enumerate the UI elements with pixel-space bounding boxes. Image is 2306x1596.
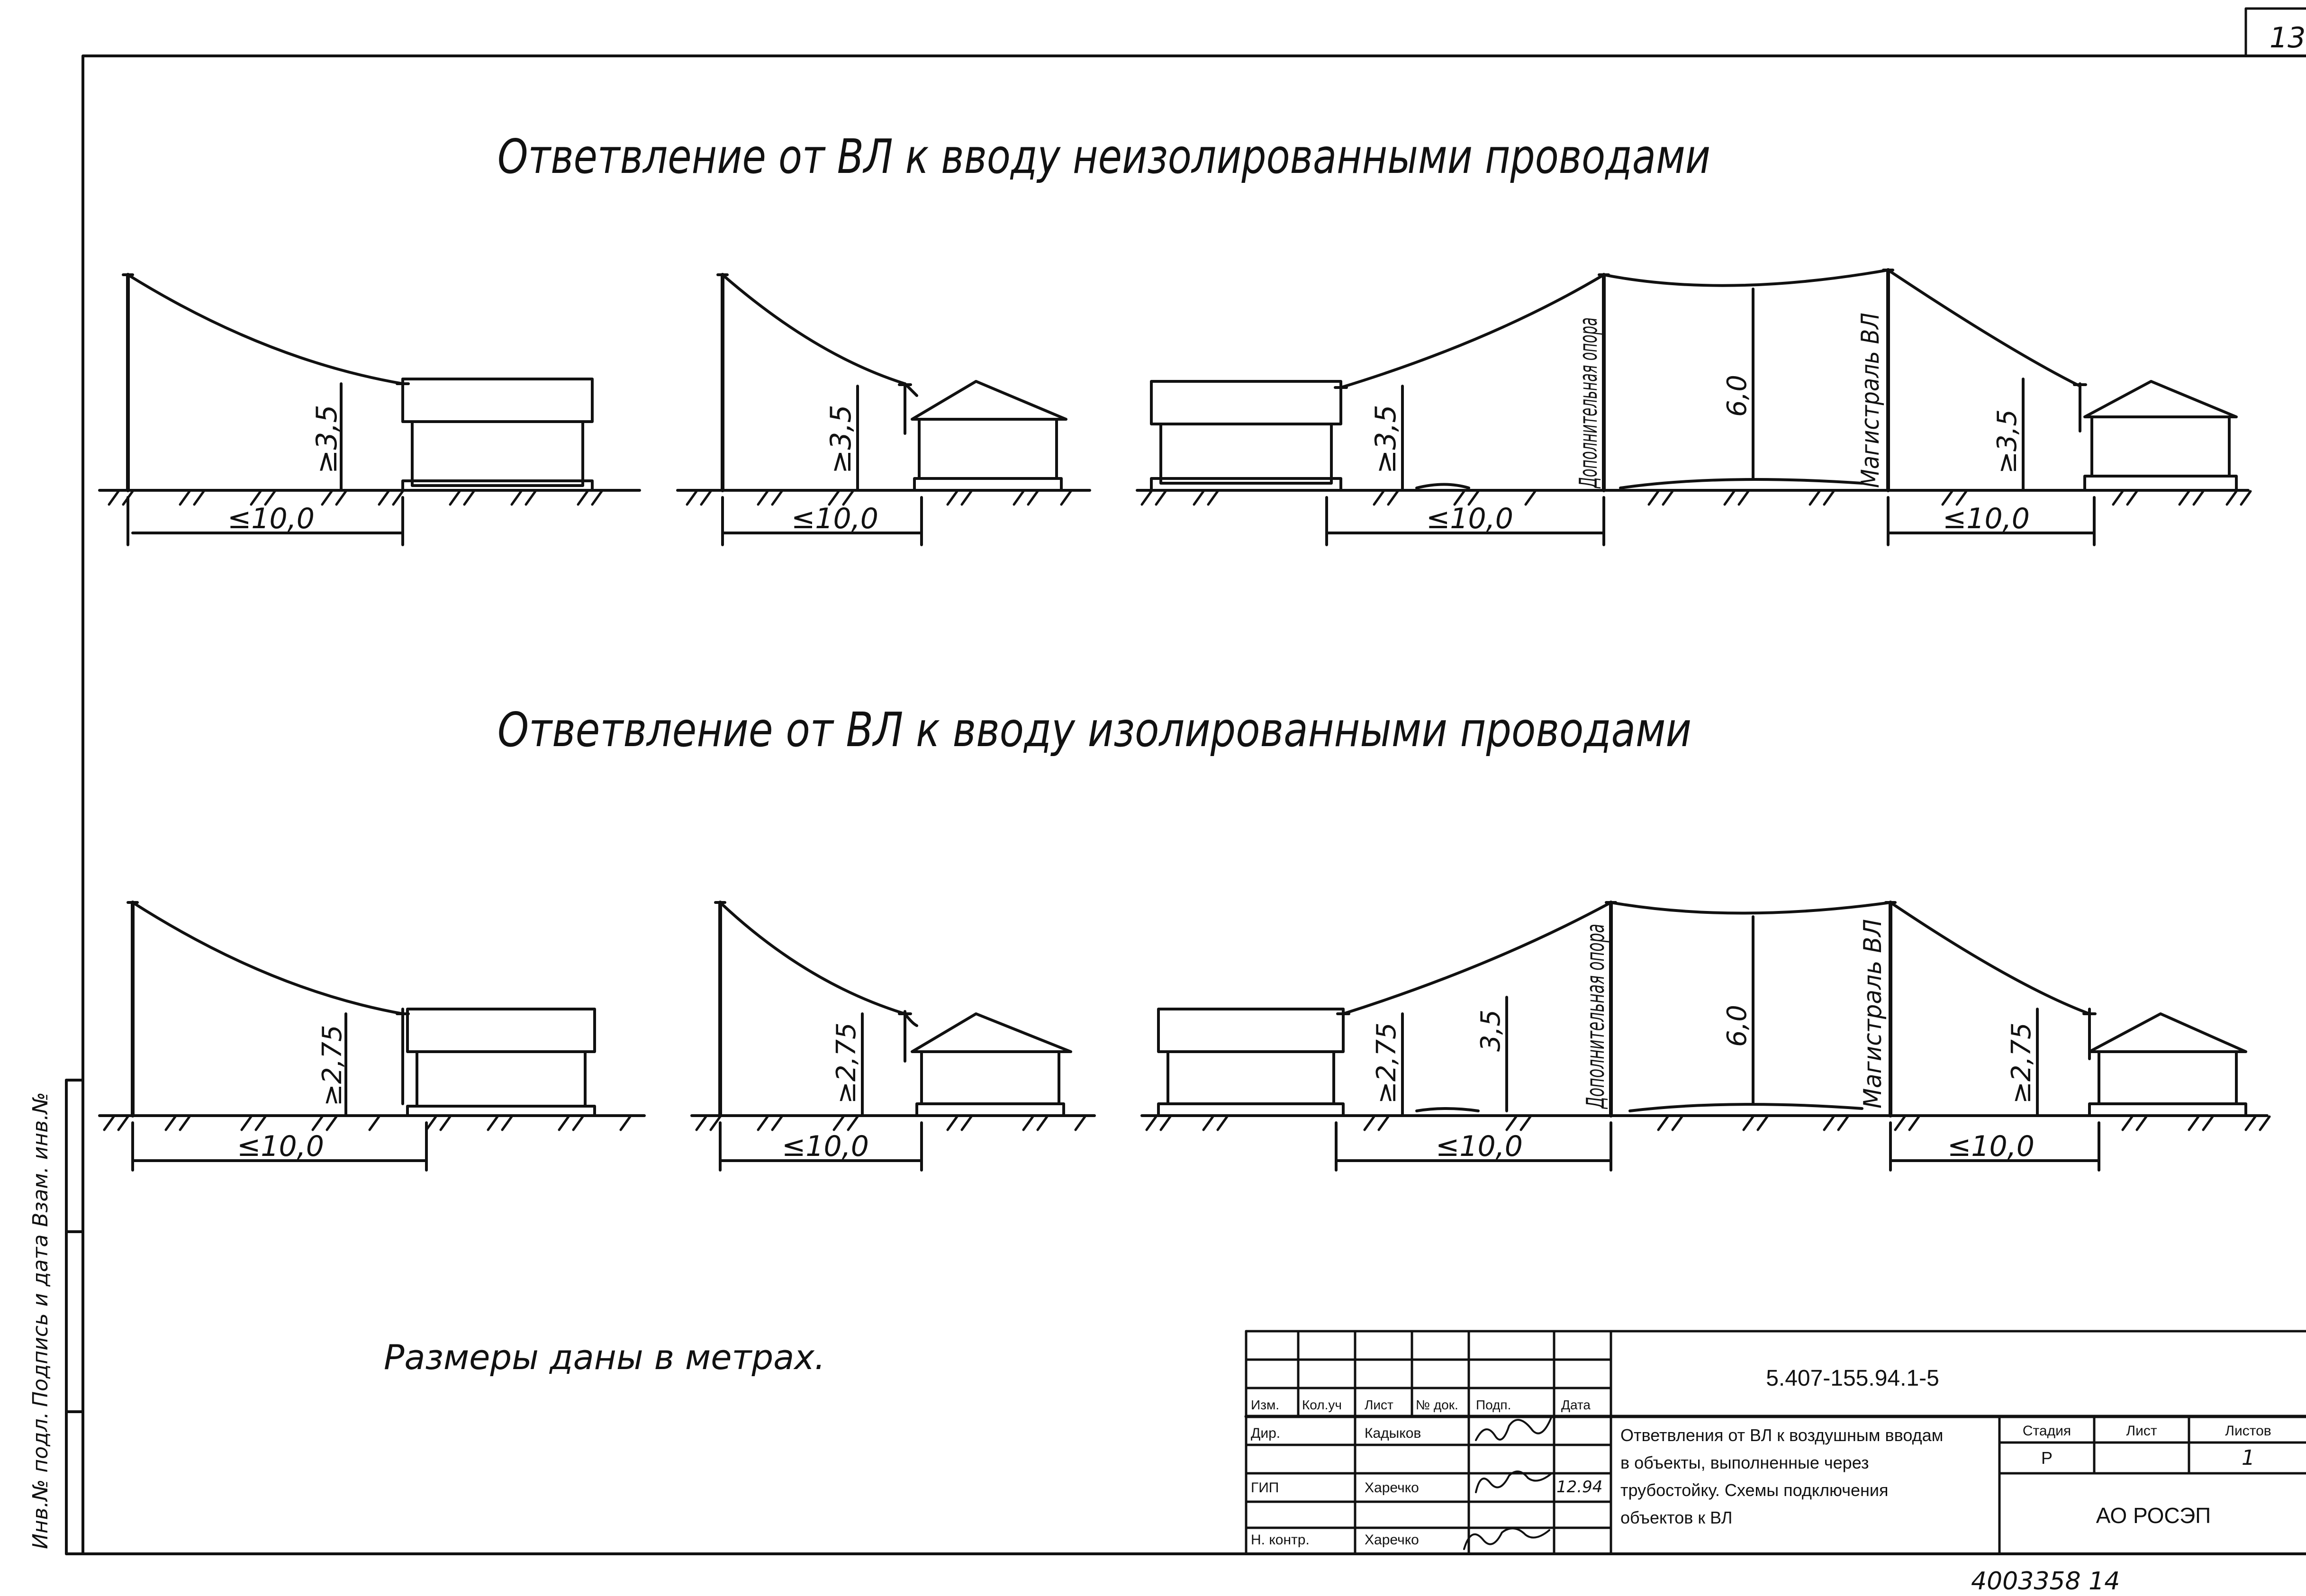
mid-height-label: 6,0	[1722, 1005, 1753, 1047]
title-block	[1244, 1330, 2306, 1555]
scheme-2-bottom	[714, 901, 1072, 1172]
title-insulated: Ответвление от ВЛ к вводу изолированными…	[497, 702, 1691, 757]
title-uninsulated: Ответвление от ВЛ к вводу неизолированны…	[497, 129, 1710, 184]
height-label: ≥3,5	[824, 405, 858, 474]
stage-value: Р	[2041, 1448, 2053, 1468]
name-gip: Харечко	[1365, 1480, 1419, 1496]
height-label: ≥3,5	[310, 405, 344, 474]
height-label: ≥2,75	[317, 1025, 348, 1106]
stamp-inv-podl: Инв.№ подл.	[28, 1412, 53, 1549]
extra-pole-label: Дополнительная опора	[1582, 924, 1610, 1109]
span-label: ≤10,0	[791, 502, 878, 535]
pipe-height-label: 3,5	[1475, 1010, 1506, 1052]
header-kol-uch: Кол.уч	[1302, 1398, 1342, 1412]
main-line-label: Магистраль ВЛ	[1856, 313, 1885, 488]
scheme-3-top	[1150, 268, 2238, 546]
sheets-label: Листов	[2225, 1423, 2271, 1439]
extra-pole-label: Дополнительная опора	[1574, 317, 1603, 488]
role-gip: ГИП	[1251, 1480, 1279, 1496]
height-label: ≥3,5	[1992, 409, 2023, 474]
span-label: ≤10,0	[1943, 502, 2030, 535]
role-nkontr: Н. контр.	[1251, 1532, 1310, 1548]
stamp-vzam-inv: Взам. инв.№	[28, 1092, 53, 1227]
description-line-4: объектов к ВЛ	[1620, 1508, 1732, 1527]
height-label: ≥3,5	[1369, 405, 1402, 474]
height-label: ≥2,75	[2006, 1022, 2037, 1104]
height-label: ≥2,75	[1371, 1022, 1402, 1104]
sheet-number: 13	[2270, 21, 2306, 54]
frame	[65, 7, 2306, 1555]
span-label: ≤10,0	[227, 502, 315, 535]
signature-gip	[1475, 1470, 1553, 1493]
header-podp: Подп.	[1476, 1398, 1511, 1412]
span-label: ≤10,0	[1426, 502, 1513, 535]
description-line-2: в объекты, выполненные через	[1620, 1453, 1869, 1472]
ground-hatch-bottom	[103, 1115, 2271, 1131]
span-label: ≤10,0	[237, 1130, 324, 1163]
span-label: ≤10,0	[1436, 1130, 1523, 1163]
signature-dir	[1475, 1416, 1553, 1441]
units-note: Размеры даны в метрах.	[384, 1337, 825, 1377]
name-nkontr: Харечко	[1365, 1532, 1419, 1548]
ground-hatch-top	[108, 490, 2252, 506]
height-label: ≥2,75	[831, 1022, 862, 1104]
scheme-3-bottom	[1157, 901, 2247, 1172]
date-gip: 12.94	[1556, 1478, 1602, 1497]
header-date: Дата	[1561, 1398, 1591, 1412]
header-doc-no: № док.	[1416, 1398, 1458, 1412]
description-line-1: Ответвления от ВЛ к воздушным вводам	[1620, 1425, 1943, 1445]
sheets-value: 1	[2242, 1446, 2255, 1470]
name-dir: Кадыков	[1365, 1425, 1421, 1441]
header-izm: Изм.	[1251, 1398, 1279, 1412]
organization: АО РОСЭП	[2096, 1503, 2211, 1528]
mid-height-label: 6,0	[1722, 375, 1753, 417]
span-label: ≤10,0	[1947, 1130, 2035, 1163]
role-dir: Дир.	[1251, 1425, 1280, 1441]
main-line-label: Магистраль ВЛ	[1859, 919, 1887, 1109]
signature-nkontr	[1463, 1527, 1550, 1550]
stamp-podpis-data: Подпись и дата	[28, 1235, 53, 1407]
stage-label: Стадия	[2023, 1423, 2071, 1439]
header-list: Лист	[1365, 1398, 1393, 1412]
span-label: ≤10,0	[782, 1130, 869, 1163]
scheme-2-top	[716, 273, 1067, 546]
doc-code: 5.407-155.94.1-5	[1766, 1366, 1939, 1391]
description-line-3: трубостойку. Схемы подключения	[1620, 1480, 1889, 1500]
scheme-1-bottom	[127, 901, 596, 1172]
bottom-stamp: 4003358 14	[1971, 1567, 2120, 1596]
sheet-label: Лист	[2126, 1423, 2157, 1439]
scheme-1-top	[122, 273, 594, 546]
